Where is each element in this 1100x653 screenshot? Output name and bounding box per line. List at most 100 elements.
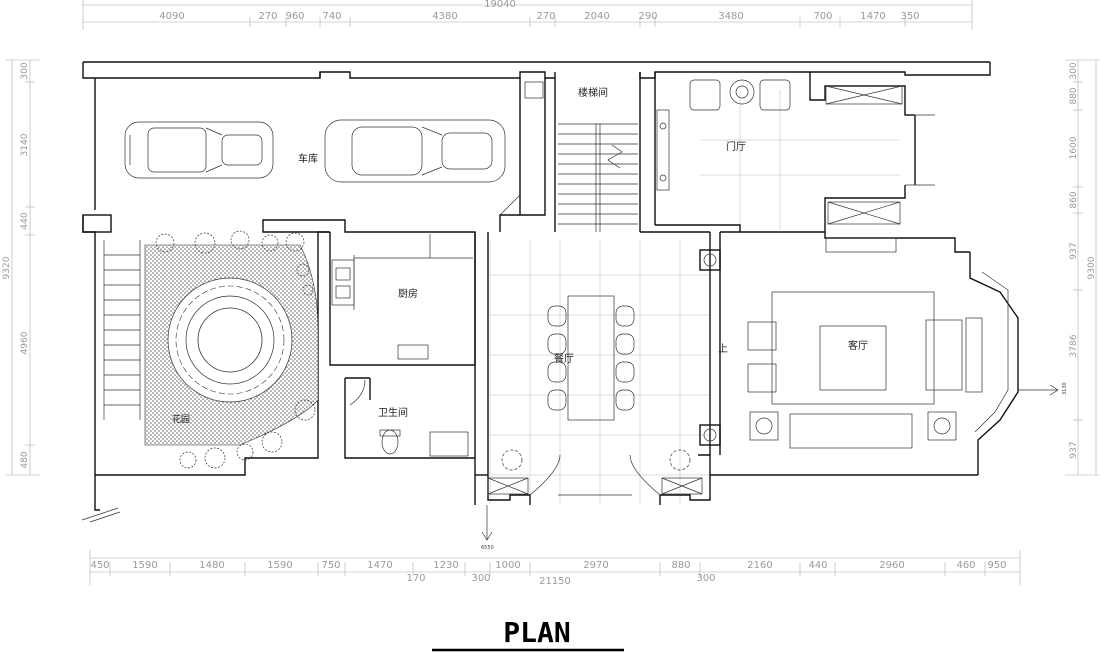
bottom-dim-label: 2960 xyxy=(879,560,904,571)
room-label-garage: 车库 xyxy=(298,152,318,165)
top-dim-label: 290 xyxy=(638,11,657,22)
top-dim-label: 2040 xyxy=(584,11,609,22)
room-label-stairwell: 楼梯间 xyxy=(578,86,608,99)
left-dim-label: 3140 xyxy=(20,133,30,156)
left-dim-label: 4960 xyxy=(20,331,30,354)
stove-icon xyxy=(397,344,429,360)
chair-icon xyxy=(615,361,635,383)
room-label-dining: 餐厅 xyxy=(554,352,574,365)
bottom-sub-dim-label: 170 xyxy=(406,573,425,584)
plant-icon xyxy=(501,449,691,471)
room-label-kitchen: 厨房 xyxy=(398,287,418,300)
top-dim-label: 350 xyxy=(900,11,919,22)
bottom-dim-label: 950 xyxy=(987,560,1006,571)
top-dimension-lines xyxy=(82,0,973,30)
windows xyxy=(487,85,903,495)
console-icon xyxy=(656,109,670,191)
bottom-dimension-lines xyxy=(89,550,1021,585)
stair-up-label: 上 xyxy=(718,343,728,355)
dining-table xyxy=(567,295,615,421)
chair-icon xyxy=(615,333,635,355)
rug-icon xyxy=(771,291,935,405)
armchair-icon xyxy=(759,79,791,111)
right-dim-label: 937 xyxy=(1069,441,1079,458)
sofa-icon xyxy=(925,319,963,391)
garden-stairs xyxy=(103,240,141,420)
terrace-steps xyxy=(81,507,121,523)
right-dim-label: 3786 xyxy=(1069,334,1079,357)
top-dim-label: 270 xyxy=(536,11,555,22)
exit-arrow-south xyxy=(481,505,493,541)
foyer-furniture xyxy=(656,79,935,191)
toilet-icon xyxy=(381,429,399,455)
tv-cabinet-icon xyxy=(825,237,897,253)
bottom-dim-label: 1000 xyxy=(495,560,520,571)
top-dim-label: 3480 xyxy=(718,11,743,22)
bottom-dim-label: 750 xyxy=(321,560,340,571)
bottom-dim-label: 1590 xyxy=(267,560,292,571)
kitchen-fixtures xyxy=(331,234,473,360)
top-dim-label: 4380 xyxy=(432,11,457,22)
room-label-foyer: 门厅 xyxy=(726,140,746,153)
top-dim-label: 740 xyxy=(322,11,341,22)
right-dim-label: 880 xyxy=(1069,87,1079,104)
cabinet-icon xyxy=(965,317,983,393)
car-icon xyxy=(324,119,506,183)
sink-icon xyxy=(524,81,544,99)
sofa-icon xyxy=(789,413,913,449)
bottom-dim-label: 1230 xyxy=(433,560,458,571)
bottom-sub-dim-label: 300 xyxy=(696,573,715,584)
bottom-dim-label: 880 xyxy=(671,560,690,571)
plan-title: PLAN xyxy=(503,616,570,649)
floor-tile-grid xyxy=(489,90,900,505)
bottom-dim-label: 1480 xyxy=(199,560,224,571)
chair-icon xyxy=(547,361,567,383)
exit-label-east: 3130 xyxy=(1062,382,1068,395)
right-total-dimension: 9300 xyxy=(1087,256,1097,279)
chair-icon xyxy=(547,333,567,355)
bottom-total-dimension: 21150 xyxy=(539,576,571,587)
exit-arrow-east xyxy=(1018,384,1059,396)
right-dim-label: 300 xyxy=(1069,62,1079,79)
shrub-icon xyxy=(155,230,316,469)
armchair-icon xyxy=(747,321,777,351)
staircase xyxy=(558,123,638,232)
garden-paving xyxy=(144,244,319,446)
coffee-table-icon xyxy=(819,325,887,391)
left-dim-label: 300 xyxy=(20,62,30,79)
left-total-dimension: 9320 xyxy=(2,256,12,279)
room-label-bathroom: 卫生间 xyxy=(378,406,408,419)
chair-icon xyxy=(615,389,635,411)
armchair-icon xyxy=(747,363,777,393)
door-swings xyxy=(499,194,661,496)
right-dimension-lines xyxy=(1065,59,1100,476)
side-table-icon xyxy=(749,411,779,441)
left-dimension-lines xyxy=(5,59,40,476)
top-dim-label: 4090 xyxy=(159,11,184,22)
bathroom-fixtures xyxy=(349,379,469,457)
top-dim-label: 700 xyxy=(813,11,832,22)
top-dim-label: 270 xyxy=(258,11,277,22)
chair-icon xyxy=(547,389,567,411)
side-table-icon xyxy=(927,411,957,441)
bottom-dim-label: 1590 xyxy=(132,560,157,571)
vanity-icon xyxy=(429,431,469,457)
top-dim-label: 1470 xyxy=(860,11,885,22)
room-label-living: 客厅 xyxy=(848,339,868,352)
bottom-dim-label: 2970 xyxy=(583,560,608,571)
dining-chairs xyxy=(547,305,635,411)
top-total-dimension: 19040 xyxy=(484,0,516,10)
right-dim-label: 860 xyxy=(1069,191,1079,208)
top-dim-label: 960 xyxy=(285,11,304,22)
left-dim-label: 440 xyxy=(20,212,30,229)
exit-label-south: 6550 xyxy=(481,545,494,551)
bottom-dim-label: 450 xyxy=(90,560,109,571)
right-dim-label: 1600 xyxy=(1069,136,1079,159)
bottom-dim-label: 440 xyxy=(808,560,827,571)
bottom-dim-label: 2160 xyxy=(747,560,772,571)
bottom-sub-dim-label: 300 xyxy=(471,573,490,584)
column-icon xyxy=(699,249,721,446)
room-label-garden: 花园 xyxy=(172,413,190,425)
chair-icon xyxy=(615,305,635,327)
